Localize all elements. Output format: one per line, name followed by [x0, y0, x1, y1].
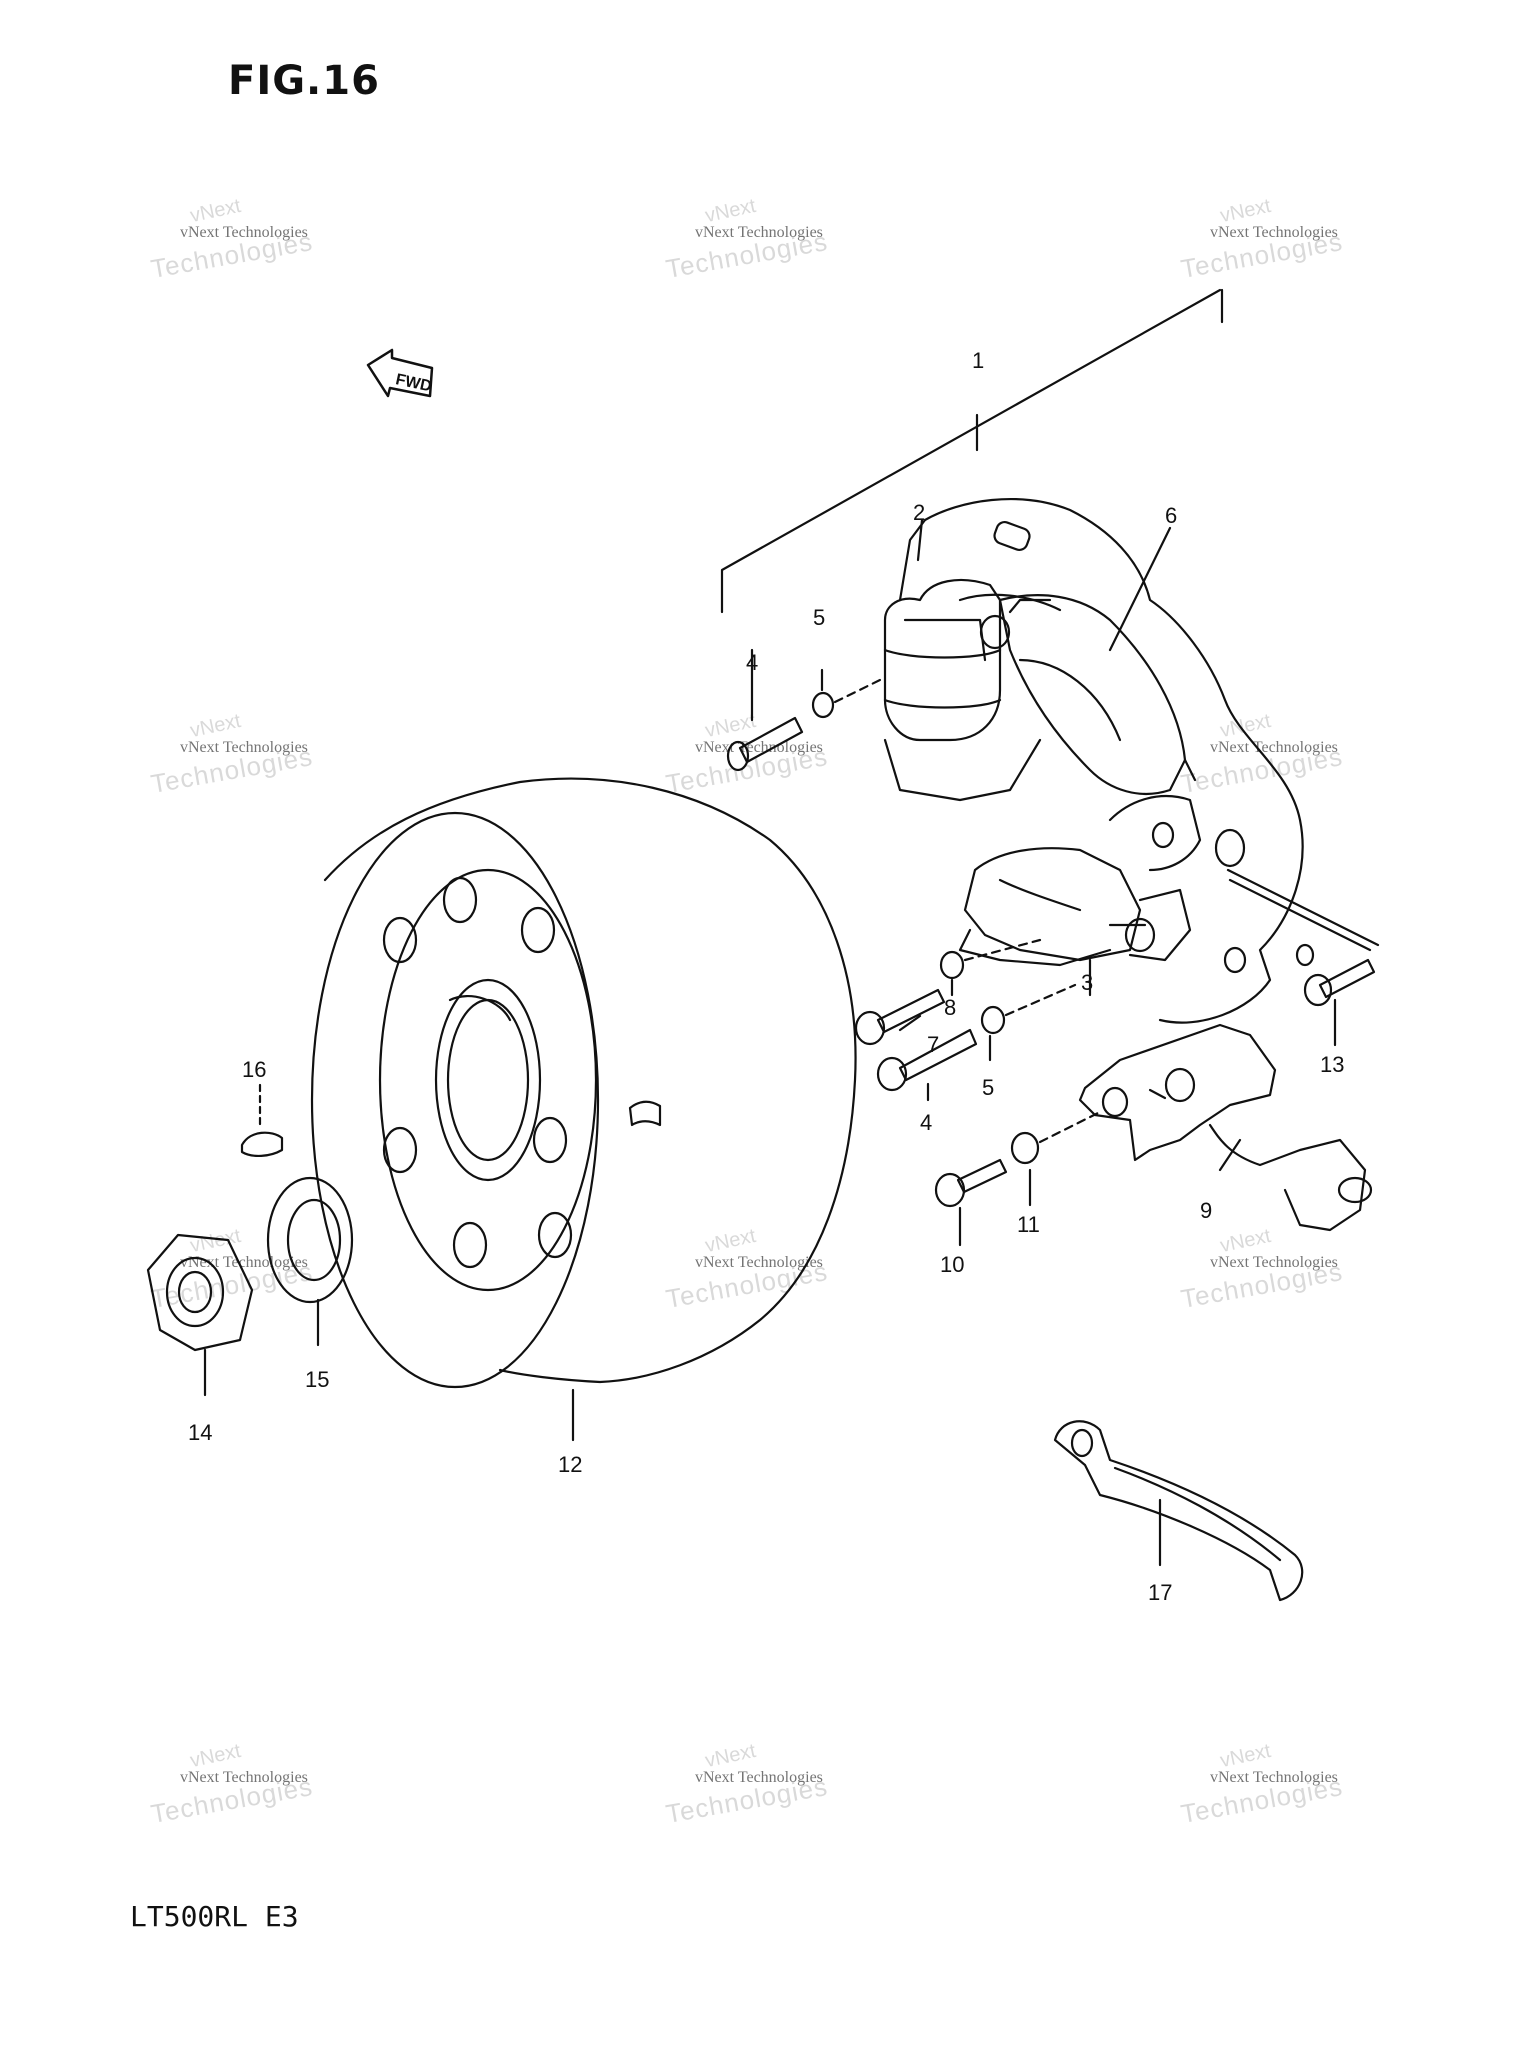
callout-5: 5	[813, 605, 825, 630]
leader-lines	[571, 518, 1242, 1442]
flywheel-rotor	[310, 777, 857, 1389]
callout-3: 3	[1081, 970, 1093, 995]
callout-12: 12	[558, 1452, 582, 1477]
washer-5-lower	[980, 983, 1077, 1062]
callout-2: 2	[913, 500, 925, 525]
callout-5: 5	[982, 1075, 994, 1100]
callout-16: 16	[242, 1057, 266, 1082]
rotor-nut	[146, 1233, 254, 1397]
screw-4-lower	[876, 1028, 978, 1102]
charging-coil	[958, 847, 1192, 967]
screw-10	[934, 1158, 1008, 1247]
figure-title: FIG.16	[228, 58, 380, 104]
washer	[266, 1176, 354, 1347]
pickup-bracket	[1078, 1023, 1373, 1232]
wire-clamp	[1053, 1420, 1304, 1602]
callout-4: 4	[920, 1110, 932, 1135]
screw-13	[1303, 958, 1376, 1047]
exciter-coil	[998, 594, 1202, 872]
callout-14: 14	[188, 1420, 212, 1445]
callout-labels: 1 2 3 4 4 5 5 6 7 8 9 10 11 12 13 14 15 …	[188, 348, 1344, 1605]
assembly-bracket	[720, 288, 1224, 614]
callout-15: 15	[305, 1367, 329, 1392]
screw-7	[854, 988, 946, 1046]
callout-7: 7	[927, 1032, 939, 1057]
washer-5-upper	[811, 668, 882, 719]
fwd-arrow-icon: FWD	[366, 348, 434, 398]
callout-8: 8	[944, 995, 956, 1020]
screw-4-upper	[726, 648, 804, 772]
callout-13: 13	[1320, 1052, 1344, 1077]
callout-11: 11	[1017, 1212, 1040, 1237]
callout-1: 1	[972, 348, 984, 373]
washer-11	[1010, 1110, 1102, 1207]
model-code: LT500RL E3	[130, 1900, 299, 1933]
stator-coil	[883, 578, 1062, 802]
washer-8	[939, 938, 1042, 997]
callout-6: 6	[1165, 503, 1177, 528]
callout-9: 9	[1200, 1198, 1212, 1223]
callout-4: 4	[746, 650, 758, 675]
woodruff-key	[240, 1083, 284, 1157]
callout-17: 17	[1148, 1580, 1172, 1605]
stator-plate	[898, 497, 1380, 1024]
callout-10: 10	[940, 1252, 964, 1277]
